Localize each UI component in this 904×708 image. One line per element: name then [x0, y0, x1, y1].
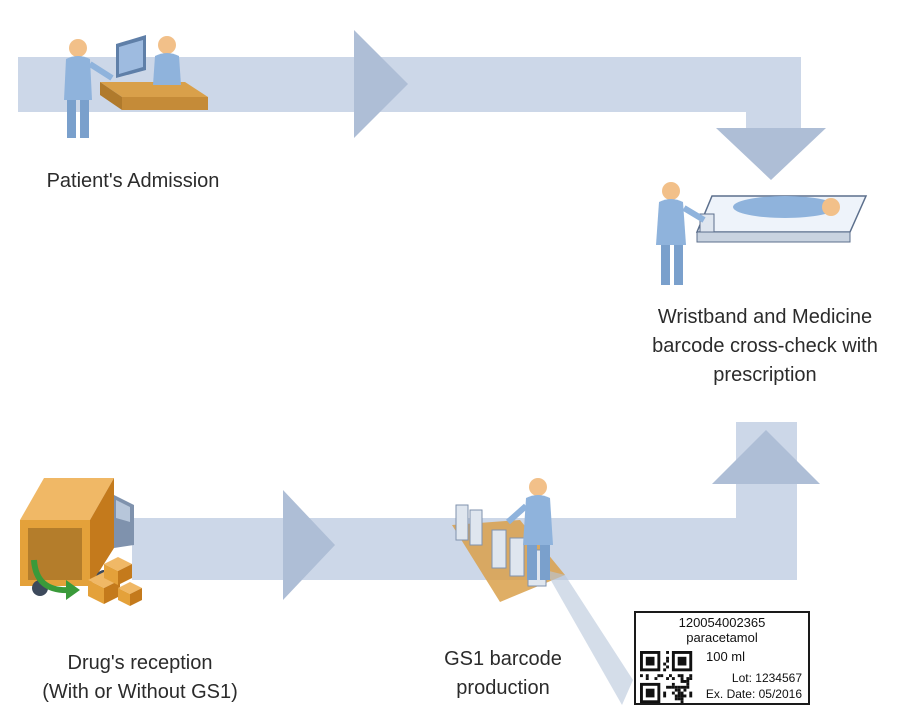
- label-product-code: 120054002365: [678, 615, 766, 630]
- step-caption-crosscheck: Wristband and Medicine barcode cross-che…: [652, 306, 878, 386]
- delivery-truck-icon: [20, 478, 142, 606]
- bottom-flow-arrow: [132, 422, 820, 600]
- step-caption-production: GS1 barcode production: [444, 648, 562, 699]
- label-expiry-date: Ex. Date: 05/2016: [705, 687, 802, 701]
- qr-code-icon: [640, 651, 693, 703]
- label-volume: 100 ml: [706, 649, 746, 664]
- label-lot-number: Lot: 1234567: [731, 671, 802, 685]
- step-caption-admission: Patient's Admission: [46, 170, 220, 192]
- packaging-line-icon: [452, 478, 633, 705]
- label-drug-name: paracetamol: [686, 630, 758, 645]
- barcode-label-card: 120054002365 paracetamol 100 ml Lot: 123…: [634, 611, 810, 705]
- step-caption-reception: Drug's reception (With or Without GS1): [42, 652, 238, 703]
- patient-bed-icon: [656, 182, 868, 285]
- admission-desk-icon: [64, 35, 208, 138]
